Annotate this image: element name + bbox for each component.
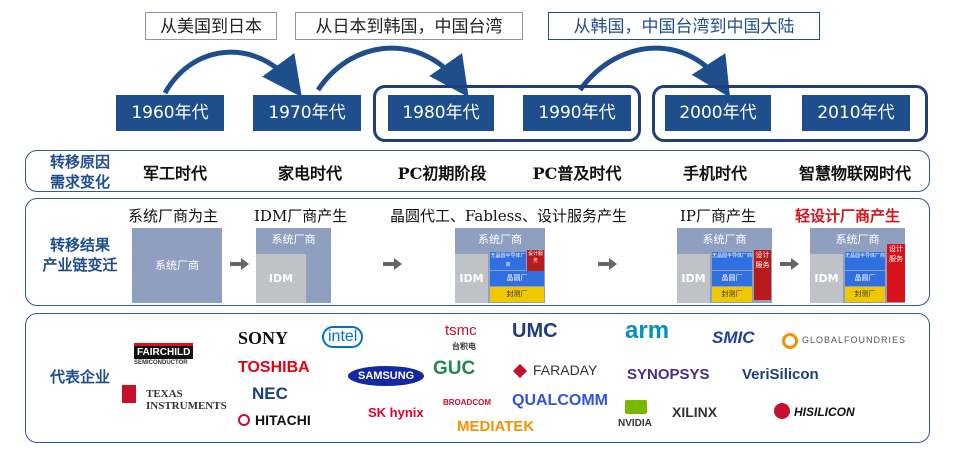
box5-packaging: 封测厂 (845, 287, 885, 302)
box3-idm: IDM (455, 254, 488, 303)
box4-idm: IDM (677, 254, 710, 303)
xilinx-logo: XILINX (672, 404, 718, 420)
decade-1990: 1990年代 (523, 95, 631, 131)
stage-ip-vendors: IP厂商产生 (680, 207, 757, 225)
synopsys-logo: SYNOPSYS (627, 366, 710, 383)
toshiba-logo: TOSHIBA (238, 359, 310, 376)
arrow-head-4 (791, 258, 799, 270)
fairchild-sub-logo: SEMICONDUCTOR (134, 360, 188, 366)
box4-fabless: 无晶圆半导体厂商 (712, 252, 752, 270)
box1-system: 系统厂商 (132, 228, 222, 303)
arrow-head-2 (394, 258, 402, 270)
decade-1970: 1970年代 (253, 95, 361, 131)
nec-logo: NEC (252, 384, 288, 403)
instruments-logo: INSTRUMENTS (146, 400, 227, 412)
arrow-shaft-2 (383, 262, 395, 266)
arrow-1990-2000 (577, 45, 731, 98)
box5-design: 设计服务 (887, 244, 905, 302)
caption-japan-to-korea-taiwan: 从日本到韩国，中国台湾 (295, 12, 523, 40)
intel-logo: intel (322, 326, 364, 348)
caption-us-to-japan: 从美国到日本 (145, 12, 277, 40)
reason-panel (25, 150, 930, 192)
box3-packaging: 封测厂 (490, 287, 544, 302)
nvidia-icon (625, 400, 647, 414)
faraday-logo: FARADAY (533, 362, 598, 378)
decade-1960: 1960年代 (116, 95, 224, 131)
company-panel (25, 313, 930, 443)
era-pc-popular: PC普及时代 (532, 164, 622, 183)
era-pc-early: PC初期阶段 (397, 164, 487, 183)
verisilicon-logo: VeriSilicon (742, 366, 819, 383)
group-1980-1990 (373, 85, 641, 142)
arrow-1960-1970 (162, 49, 302, 98)
result-label-line1: 转移结果 (49, 236, 110, 254)
box4-design: 设计服务 (754, 250, 771, 300)
sk-hynix-logo: SK hynix (368, 405, 424, 420)
box5-fabless: 无晶圆半导体厂商 (845, 252, 885, 270)
era-mobile: 手机时代 (682, 164, 747, 183)
mediatek-logo: MEDIATEK (457, 418, 535, 435)
broadcom-logo: BROADCOM (443, 398, 491, 407)
arm-logo: arm (625, 317, 670, 344)
arrow-shaft-3 (598, 262, 610, 266)
globalfoundries-logo: GLOBALFOUNDRIES (802, 335, 907, 345)
decade-2000: 2000年代 (665, 95, 771, 131)
era-home-appliance: 家电时代 (277, 164, 342, 183)
stage-light-design: 轻设计厂商产生 (795, 207, 901, 225)
tsmc-cn-logo: 台积电 (452, 342, 476, 351)
arrow-shaft-1 (230, 262, 242, 266)
box4-foundry: 晶圆厂 (712, 271, 752, 286)
transfer-arrows (162, 45, 731, 98)
hitachi-icon (238, 414, 250, 426)
arrow-1970-1980 (315, 45, 469, 98)
group-2000-2010 (652, 85, 928, 142)
reason-label-line2: 需求变化 (49, 173, 110, 191)
box3-fabless: 无晶圆半导体厂商 (490, 252, 526, 270)
arrow-head-3 (609, 258, 617, 270)
box4-packaging: 封测厂 (712, 287, 752, 302)
ti-symbol-icon (122, 385, 136, 403)
arrow-head-1 (241, 258, 249, 270)
samsung-logo: SAMSUNG (348, 366, 425, 386)
globalfoundries-icon (782, 333, 798, 349)
smic-logo: SMIC (712, 328, 755, 347)
company-label: 代表企业 (49, 368, 110, 386)
box3-design: 设计服务 (527, 250, 544, 274)
guc-logo: GUC (433, 358, 476, 379)
result-label-line2: 产业链变迁 (42, 256, 118, 274)
result-label: 转移结果 产业链变迁 (30, 235, 130, 275)
arrow-shaft-4 (780, 262, 792, 266)
reason-label: 转移原因 需求变化 (35, 152, 125, 192)
hitachi-logo: HITACHI (255, 412, 311, 428)
box5-foundry: 晶圆厂 (845, 271, 885, 286)
umc-logo: UMC (512, 320, 558, 342)
era-military: 军工时代 (142, 164, 207, 183)
box3-foundry: 晶圆厂 (490, 271, 544, 286)
hisilicon-icon (774, 403, 790, 419)
era-smart-iot: 智慧物联网时代 (798, 164, 911, 183)
reason-label-line1: 转移原因 (49, 153, 110, 171)
qualcomm-logo: QUALCOMM (512, 392, 608, 409)
decade-1980: 1980年代 (388, 95, 494, 131)
sony-logo: SONY (238, 328, 289, 348)
nvidia-logo: NVIDIA (618, 418, 652, 429)
fairchild-logo: FAIRCHILD (134, 343, 194, 359)
box5-idm: IDM (810, 254, 843, 303)
decade-2010: 2010年代 (802, 95, 910, 131)
tsmc-logo: tsmc (445, 322, 477, 339)
stage-foundry-fabless: 晶圆代工、Fabless、设计服务产生 (390, 207, 628, 225)
stage-idm: IDM厂商产生 (254, 207, 348, 225)
caption-korea-taiwan-to-mainland: 从韩国，中国台湾到中国大陆 (548, 12, 820, 40)
stage-system-vendors: 系统厂商为主 (128, 207, 219, 225)
box2-idm: IDM (256, 254, 306, 303)
hisilicon-logo: HISILICON (794, 405, 855, 419)
texas-logo: TEXAS (146, 388, 183, 400)
